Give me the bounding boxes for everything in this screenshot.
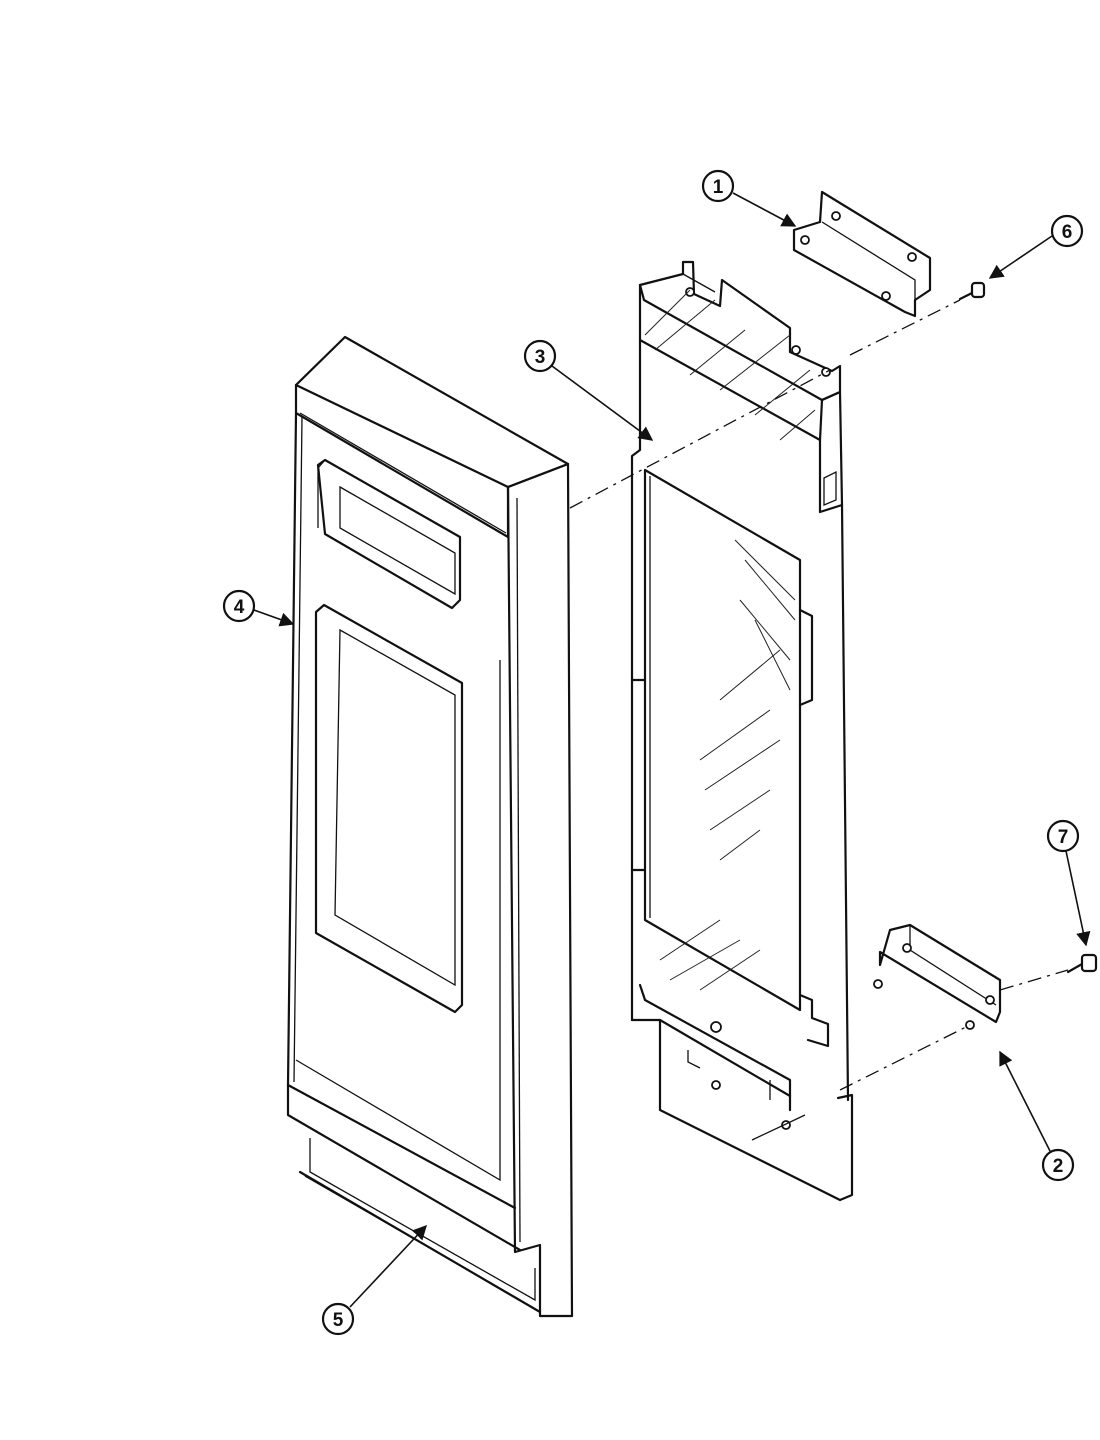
callout-7: 7 xyxy=(1046,819,1091,947)
callout-1: 1 xyxy=(701,169,797,227)
callout-5: 5 xyxy=(321,1224,427,1336)
svg-text:1: 1 xyxy=(713,177,724,198)
screw-part-7 xyxy=(1066,953,1098,974)
svg-text:7: 7 xyxy=(1058,827,1069,848)
callout-6: 6 xyxy=(988,214,1084,279)
assembly-lines xyxy=(569,299,1069,1141)
svg-text:5: 5 xyxy=(333,1310,344,1331)
screw-part-6 xyxy=(958,281,986,301)
callout-4: 4 xyxy=(222,589,295,627)
bottom-bracket-part xyxy=(873,923,1002,1030)
top-bracket-part xyxy=(792,190,932,318)
callout-2: 2 xyxy=(999,1050,1075,1182)
svg-text:4: 4 xyxy=(234,597,245,618)
inner-panel-part xyxy=(630,260,854,1202)
door-frame-part xyxy=(286,335,574,1318)
svg-text:2: 2 xyxy=(1053,1156,1064,1177)
callout-3: 3 xyxy=(523,339,654,441)
svg-text:3: 3 xyxy=(535,347,546,368)
svg-text:6: 6 xyxy=(1062,222,1073,243)
